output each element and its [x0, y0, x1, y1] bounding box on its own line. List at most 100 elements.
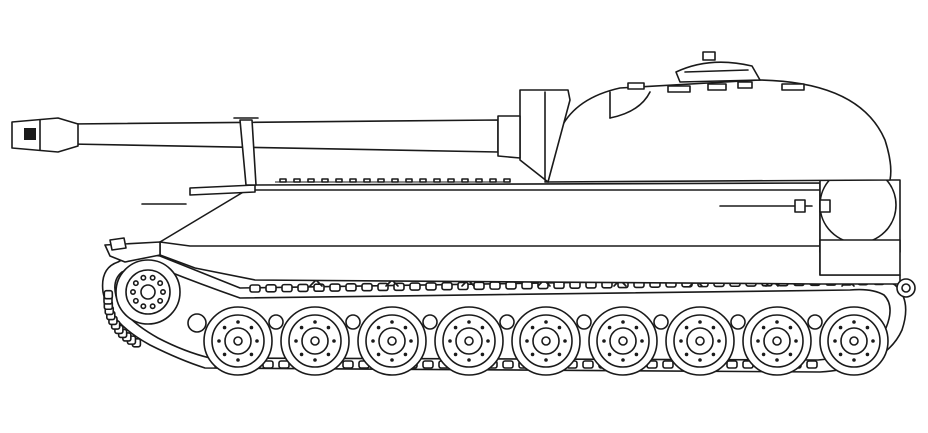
wheel-bolt	[326, 352, 331, 357]
wheel-bolt	[761, 325, 766, 330]
wheel-bolt	[486, 339, 490, 343]
roof-vent-5	[781, 83, 805, 91]
hull-line	[159, 241, 821, 247]
wheel-bolt	[679, 339, 683, 343]
wheel-bolt	[525, 339, 529, 343]
road-wheel-rim	[442, 314, 496, 368]
track-link	[361, 282, 373, 292]
hull	[104, 178, 901, 285]
road-wheel-tyre	[588, 306, 658, 376]
wheel-bolt	[607, 352, 612, 357]
road-wheels	[203, 306, 889, 376]
wheel-bolt	[852, 358, 856, 362]
wheel-bolt	[761, 352, 766, 357]
wheel-bolt	[480, 352, 485, 357]
sprocket-bolt	[132, 280, 139, 287]
wheel-bolt	[794, 339, 798, 343]
road-wheel-disc	[840, 327, 868, 355]
wheel-bolt	[255, 339, 259, 343]
road-wheel-rim	[288, 314, 342, 368]
road-wheel	[203, 306, 273, 376]
deck-fitting	[489, 178, 497, 183]
wheel-bolt	[332, 339, 336, 343]
track-link	[726, 360, 738, 369]
road-wheel-tyre	[280, 306, 350, 376]
deck-fitting	[349, 178, 357, 183]
running-gear	[115, 259, 889, 376]
wheel-bolt	[530, 325, 535, 330]
deck-fitting	[293, 178, 301, 183]
wheel-bolt	[222, 352, 227, 357]
casemate-body	[544, 79, 892, 183]
track-link	[806, 360, 818, 369]
track-link	[377, 282, 389, 292]
road-wheel-tyre	[819, 306, 889, 376]
road-wheel-disc	[532, 327, 560, 355]
road-wheel-disc	[301, 327, 329, 355]
deck-fitting	[433, 178, 441, 183]
road-wheel-rim	[519, 314, 573, 368]
road-wheel-rim	[596, 314, 650, 368]
deck-fitting	[335, 178, 343, 183]
road-wheel-hub	[310, 336, 320, 346]
main-gun	[11, 115, 521, 205]
wheel-bolt	[711, 352, 716, 357]
periscope	[702, 51, 716, 61]
wheel-bolt	[838, 325, 843, 330]
track-link	[297, 283, 309, 293]
wheel-bolt	[775, 320, 779, 324]
track-link	[329, 283, 341, 292]
wheel-bolt	[563, 339, 567, 343]
rear-stowage	[719, 166, 916, 298]
track-link	[441, 281, 453, 291]
road-wheel-disc	[378, 327, 406, 355]
sprocket-hub	[140, 284, 156, 300]
deck-fitting	[419, 178, 427, 183]
suspension-hub	[268, 314, 284, 330]
wheel-bolt	[409, 339, 413, 343]
track-link	[425, 282, 437, 291]
wheel-bolt	[788, 325, 793, 330]
wheel-bolt	[371, 339, 375, 343]
sprocket-ring	[125, 269, 171, 315]
track-link	[313, 283, 325, 293]
wheel-bolt	[249, 352, 254, 357]
roof-vent-1	[627, 82, 645, 90]
road-wheel	[819, 306, 889, 376]
road-wheel-tyre	[665, 306, 735, 376]
wheel-bolt	[376, 352, 381, 357]
casemate-panel	[609, 91, 651, 119]
wheel-bolt	[299, 352, 304, 357]
commander-cupola	[675, 61, 761, 83]
sprocket-bolt	[157, 280, 164, 287]
wheel-bolt	[453, 325, 458, 330]
wheel-bolt	[833, 339, 837, 343]
road-wheel-hub	[618, 336, 628, 346]
wheel-bolt	[852, 320, 856, 324]
wheel-bolt	[607, 325, 612, 330]
track-link	[521, 280, 533, 290]
wheel-bolt	[788, 352, 793, 357]
gun-barrel	[69, 119, 499, 153]
suspension-hub	[499, 314, 515, 330]
muzzle-brake	[11, 117, 79, 153]
deck-fitting	[461, 178, 469, 183]
deck-fitting	[391, 178, 399, 183]
wheel-bolt	[313, 358, 317, 362]
hull-side	[159, 182, 901, 285]
wheel-bolt	[634, 325, 639, 330]
suspension-hub	[422, 314, 438, 330]
front-idler	[187, 313, 207, 333]
wheel-bolt	[871, 339, 875, 343]
sprocket-bolt	[140, 274, 147, 281]
track-link	[342, 360, 354, 369]
wheel-bolt	[222, 325, 227, 330]
wheel-bolt	[480, 325, 485, 330]
wheel-bolt	[453, 352, 458, 357]
track-link	[265, 284, 277, 293]
wheel-bolt	[684, 325, 689, 330]
deck-fitting	[377, 178, 385, 183]
roof-vent-2	[667, 85, 691, 93]
return-rollers	[187, 313, 823, 333]
